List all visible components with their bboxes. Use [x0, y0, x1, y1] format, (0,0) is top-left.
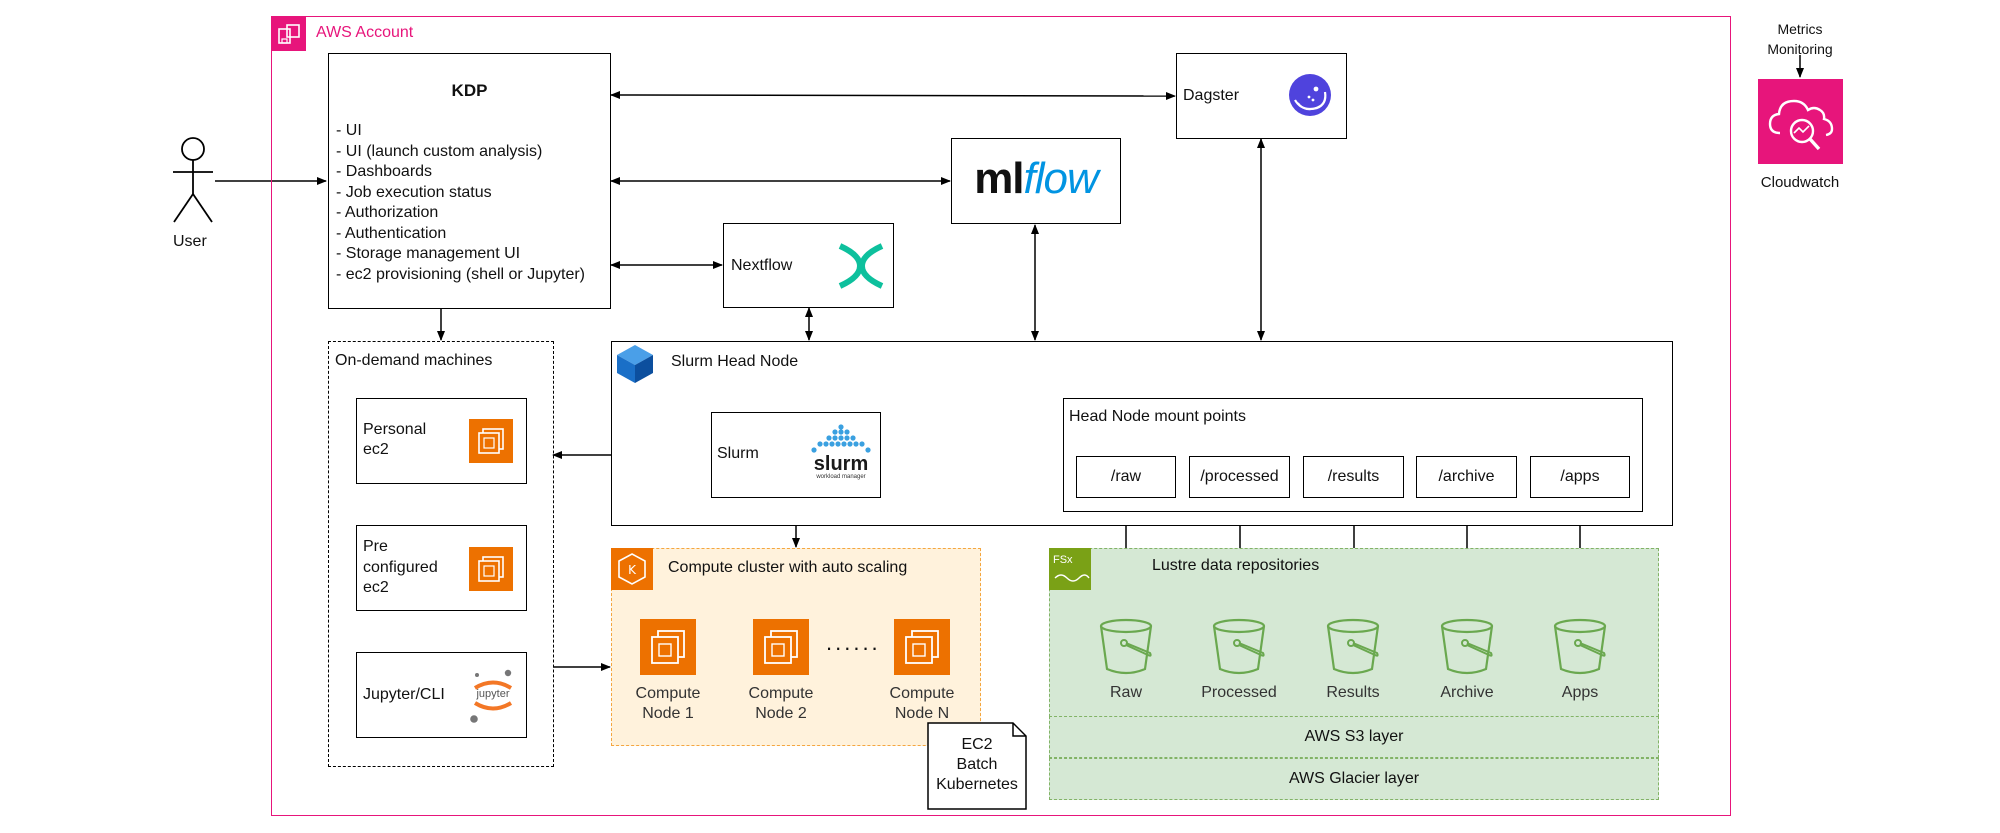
s3-layer-label: AWS S3 layer	[1304, 728, 1404, 745]
mount-results[interactable]: /results	[1303, 456, 1404, 498]
slurm-box[interactable]: Slurm slurm workload manager	[711, 412, 881, 498]
compute-node-1-label: Compute Node 1	[635, 685, 701, 722]
svg-text:K: K	[628, 563, 637, 577]
nextflow-label: Nextflow	[731, 257, 793, 274]
compute-backends-text: EC2 Batch Kubernetes	[936, 736, 1018, 793]
user-label: User	[173, 233, 207, 250]
nextflow-box[interactable]: Nextflow	[723, 223, 894, 308]
jupyter-logo-icon: jupyter	[465, 665, 521, 725]
s3-bucket-icon[interactable]	[1437, 617, 1497, 677]
mount-archive[interactable]: /archive	[1416, 456, 1517, 498]
bucket-processed-label: Processed	[1201, 684, 1277, 701]
head-node-title: Slurm Head Node	[671, 353, 799, 370]
aws-account-icon	[272, 17, 306, 51]
personal-ec2-label: Personal ec2	[363, 421, 427, 458]
nextflow-logo-icon	[836, 243, 886, 289]
dagster-label: Dagster	[1183, 87, 1240, 104]
jupyter-cli-label: Jupyter/CLI	[363, 686, 445, 703]
slurm-logo-icon: slurm workload manager	[806, 423, 876, 485]
kdp-title: KDP	[451, 81, 488, 100]
ondemand-title: On-demand machines	[335, 352, 493, 369]
kdp-item: - UI (launch custom analysis)	[336, 142, 543, 160]
fsx-badge-text: FSx	[1053, 554, 1073, 566]
preconfigured-ec2-label: Pre configured ec2	[363, 538, 438, 596]
kdp-box[interactable]: KDP - UI - UI (launch custom analysis) -…	[328, 53, 611, 309]
jupyter-cli-box[interactable]: Jupyter/CLI jupyter	[356, 652, 527, 738]
kdp-item: - Dashboards	[336, 163, 433, 180]
kdp-dagster-arrow	[610, 91, 1176, 100]
fsx-icon: FSx	[1049, 548, 1091, 590]
ondemand-group	[328, 341, 554, 767]
ec2-instance-icon	[469, 419, 513, 463]
kdp-item: - Authentication	[336, 224, 447, 242]
kdp-item: - Storage management UI	[336, 245, 521, 262]
compute-cluster-title: Compute cluster with auto scaling	[668, 559, 908, 576]
glacier-layer: AWS Glacier layer	[1049, 758, 1659, 800]
compute-node-icon[interactable]	[753, 619, 809, 675]
jupyter-logo-text: jupyter	[476, 688, 510, 700]
preconfigured-ec2-box[interactable]: Pre configured ec2	[356, 525, 527, 611]
mount-points-title: Head Node mount points	[1069, 408, 1246, 425]
lustre-title: Lustre data repositories	[1152, 557, 1320, 574]
bucket-results-label: Results	[1326, 684, 1380, 701]
slurm-logo-text: slurm	[813, 453, 869, 475]
compute-node-icon[interactable]	[640, 619, 696, 675]
bucket-apps-label: Apps	[1561, 684, 1599, 701]
user-icon	[168, 136, 220, 226]
head-node-cube-icon	[614, 343, 656, 385]
mount-processed[interactable]: /processed	[1189, 456, 1290, 498]
s3-layer: AWS S3 layer	[1049, 716, 1659, 758]
s3-bucket-icon[interactable]	[1096, 617, 1156, 677]
s3-bucket-icon[interactable]	[1550, 617, 1610, 677]
kdp-item: - Job execution status	[336, 183, 492, 201]
auto-scaling-icon: K	[611, 548, 653, 590]
compute-node-icon[interactable]	[894, 619, 950, 675]
kdp-item: - UI	[336, 122, 362, 139]
kdp-feature-list: - UI - UI (launch custom analysis) - Das…	[336, 121, 585, 285]
compute-node-2-label: Compute Node 2	[748, 685, 814, 722]
compute-backends-note: EC2 Batch Kubernetes	[927, 722, 1027, 810]
compute-ellipsis: ......	[826, 630, 881, 655]
metrics-label: Metrics	[1777, 21, 1823, 37]
ec2-instance-icon	[469, 547, 513, 591]
kdp-item: - ec2 provisioning (shell or Jupyter)	[336, 265, 585, 283]
compute-node-n-label: Compute Node N	[889, 685, 955, 722]
aws-account-label: AWS Account	[316, 24, 414, 41]
personal-ec2-box[interactable]: Personal ec2	[356, 398, 527, 484]
mlflow-box[interactable]: mlflow	[951, 138, 1121, 224]
mount-apps[interactable]: /apps	[1530, 456, 1630, 498]
s3-bucket-icon[interactable]	[1323, 617, 1383, 677]
dagster-box[interactable]: Dagster	[1176, 53, 1347, 139]
aws-account-group	[271, 16, 1731, 816]
monitoring-label: Monitoring	[1767, 41, 1833, 57]
dagster-logo-icon	[1287, 72, 1333, 118]
mlflow-logo-flow: flow	[1023, 154, 1099, 203]
s3-bucket-icon[interactable]	[1209, 617, 1269, 677]
bucket-archive-label: Archive	[1440, 684, 1494, 701]
mount-raw[interactable]: /raw	[1076, 456, 1176, 498]
kdp-item: - Authorization	[336, 204, 439, 221]
slurm-logo-tagline: workload manager	[816, 474, 866, 480]
bucket-raw-label: Raw	[1109, 684, 1142, 701]
mlflow-logo-ml: ml	[974, 154, 1024, 203]
cloudwatch-label: Cloudwatch	[1760, 174, 1840, 191]
glacier-layer-label: AWS Glacier layer	[1288, 770, 1420, 787]
slurm-label: Slurm	[717, 445, 759, 462]
cloudwatch-icon[interactable]	[1758, 79, 1843, 164]
mlflow-logo: mlflow	[952, 154, 1120, 204]
